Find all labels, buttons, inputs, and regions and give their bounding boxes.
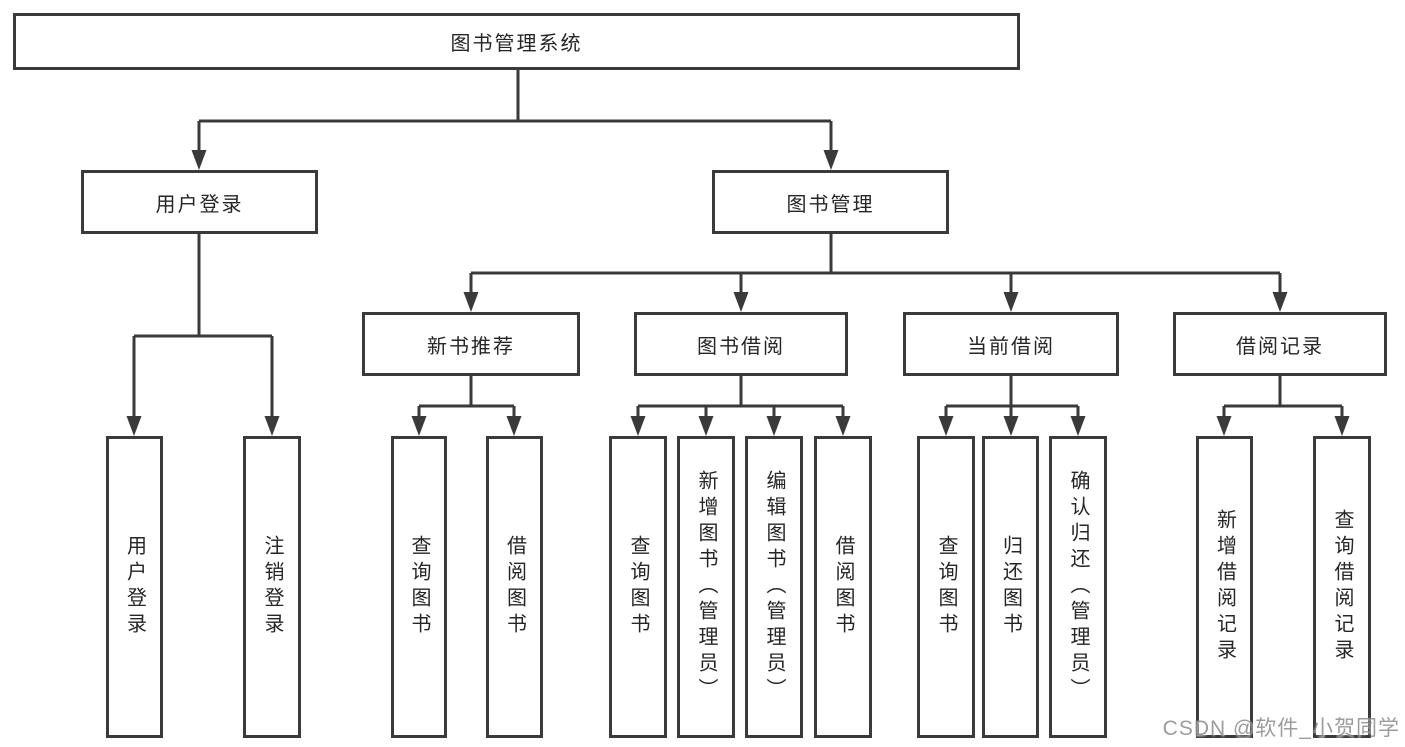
node-borrowing-records-label: 借阅记录: [1236, 335, 1324, 358]
leaf-user-login-label: 用户登录: [123, 535, 146, 639]
node-new-book-recommend: 新书推荐: [362, 312, 580, 376]
arrowhead-user-login: [191, 150, 207, 170]
leaf-bb-borrow-books: 借阅图书: [814, 436, 872, 738]
arrowhead-current-borrowing: [1003, 292, 1019, 312]
arrowhead-leaf-user-login: [126, 416, 142, 436]
leaf-bb-add-books-admin-label: 新增图书（管理员）: [695, 470, 717, 704]
arrowhead-cb-query: [938, 416, 954, 436]
leaf-cb-confirm-return-admin: 确认归还（管理员）: [1049, 436, 1107, 738]
leaf-cb-query-books: 查询图书: [917, 436, 975, 738]
leaf-nb-query-books: 查询图书: [391, 436, 447, 738]
node-current-borrowing-label: 当前借阅: [967, 335, 1055, 358]
leaf-nb-query-books-label: 查询图书: [408, 535, 430, 639]
connector-current-borrowing-split: [944, 376, 1080, 418]
arrowhead-bb-borrow: [835, 416, 851, 436]
connector-book-borrowing-split: [636, 376, 845, 418]
leaf-br-query-record: 查询借阅记录: [1313, 436, 1371, 738]
leaf-cb-query-books-label: 查询图书: [935, 535, 957, 639]
leaf-cb-confirm-return-admin-label: 确认归还（管理员）: [1067, 470, 1089, 704]
arrowhead-book-management: [823, 150, 839, 170]
leaf-bb-borrow-books-label: 借阅图书: [832, 535, 854, 639]
arrowhead-bb-add: [698, 416, 714, 436]
arrowhead-br-add: [1216, 416, 1232, 436]
arrowhead-borrowing-records: [1272, 292, 1288, 312]
connector-user-login-split: [132, 234, 274, 418]
leaf-br-add-record: 新增借阅记录: [1196, 436, 1253, 738]
node-root-system: 图书管理系统: [13, 13, 1020, 70]
leaf-nb-borrow-books-label: 借阅图书: [503, 535, 526, 639]
node-book-management: 图书管理: [712, 170, 949, 234]
arrowhead-bb-query: [630, 416, 646, 436]
leaf-nb-borrow-books: 借阅图书: [486, 436, 543, 738]
node-borrowing-records: 借阅记录: [1173, 312, 1387, 376]
leaf-bb-add-books-admin: 新增图书（管理员）: [677, 436, 735, 738]
arrowhead-br-query: [1334, 416, 1350, 436]
arrowhead-new-book-recommend: [463, 292, 479, 312]
node-book-borrowing-label: 图书借阅: [697, 335, 785, 358]
arrowhead-cb-return: [1003, 416, 1019, 436]
connector-new-book-recommend-split: [417, 376, 516, 418]
node-new-book-recommend-label: 新书推荐: [427, 335, 515, 358]
arrowhead-nb-borrow: [506, 416, 522, 436]
leaf-logout-login: 注销登录: [243, 436, 301, 738]
leaf-br-query-record-label: 查询借阅记录: [1331, 509, 1353, 665]
node-current-borrowing: 当前借阅: [903, 312, 1119, 376]
watermark: CSDN @软件_小贺同学: [1162, 717, 1400, 740]
connector-borrowing-records-split: [1222, 376, 1344, 418]
leaf-user-login: 用户登录: [106, 436, 163, 738]
leaf-logout-login-label: 注销登录: [261, 535, 283, 639]
node-user-login-label: 用户登录: [155, 193, 244, 216]
node-book-borrowing: 图书借阅: [634, 312, 848, 376]
node-user-login: 用户登录: [81, 170, 318, 234]
connector-book-management-split: [469, 234, 1282, 294]
arrowhead-bb-edit: [766, 416, 782, 436]
leaf-cb-return-books-label: 归还图书: [999, 535, 1022, 639]
arrowhead-nb-query: [411, 416, 427, 436]
connector-root-stem: [197, 69, 833, 152]
arrowhead-leaf-logout: [264, 416, 280, 436]
arrowhead-cb-confirm: [1070, 416, 1086, 436]
leaf-bb-edit-books-admin: 编辑图书（管理员）: [745, 436, 803, 738]
leaf-br-add-record-label: 新增借阅记录: [1213, 509, 1236, 665]
leaf-bb-query-books: 查询图书: [609, 436, 667, 738]
leaf-bb-query-books-label: 查询图书: [627, 535, 649, 639]
node-book-management-label: 图书管理: [786, 193, 875, 216]
arrowhead-book-borrowing: [733, 292, 749, 312]
leaf-bb-edit-books-admin-label: 编辑图书（管理员）: [763, 470, 785, 704]
node-root-label: 图书管理系统: [450, 33, 583, 55]
leaf-cb-return-books: 归还图书: [982, 436, 1039, 738]
